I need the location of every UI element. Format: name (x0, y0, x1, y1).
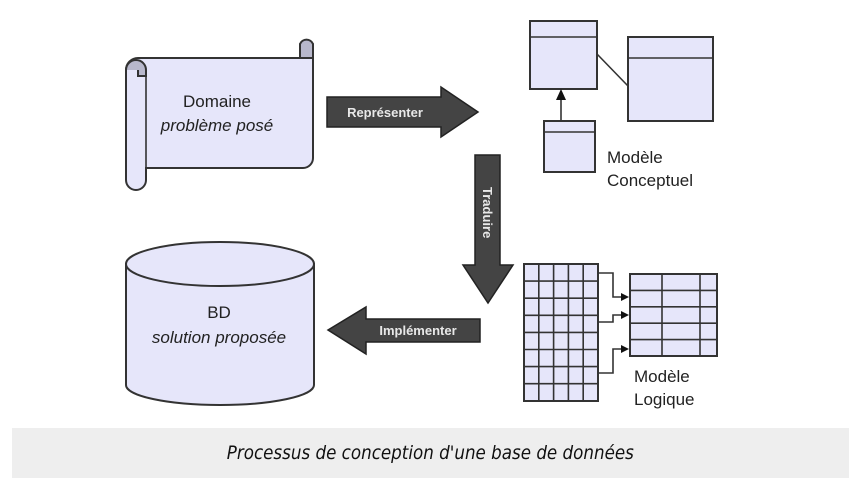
domain-title: Domaine (183, 92, 251, 111)
conceptual-model-line1: Modèle (607, 148, 663, 167)
translate-label: Traduire (480, 187, 495, 238)
database-cylinder: BD solution proposée (125, 241, 315, 406)
mapping-arrowhead-icon (621, 311, 629, 319)
database-title: BD (207, 303, 231, 322)
mapping-arrowhead-icon (621, 345, 629, 353)
design-process-diagram: Domaine problème posé Représenter Modèle… (125, 20, 718, 409)
figure-caption: Processus de conception d'une base de do… (12, 428, 849, 478)
domain-subtitle: problème posé (160, 116, 273, 135)
mapping-arrowhead-icon (621, 293, 629, 301)
conceptual-model: Modèle Conceptuel (529, 20, 714, 190)
inheritance-arrowhead-icon (556, 89, 566, 100)
implement-label: Implémenter (379, 323, 456, 338)
database-subtitle: solution proposée (152, 328, 286, 347)
implement-arrow: Implémenter (326, 305, 481, 356)
translate-arrow: Traduire (461, 154, 515, 305)
logical-model: Modèle Logique (523, 263, 718, 409)
logical-model-line2: Logique (634, 390, 695, 409)
caption-text: Processus de conception d'une base de do… (226, 442, 635, 464)
represent-label: Représenter (347, 105, 423, 120)
conceptual-model-line2: Conceptuel (607, 171, 693, 190)
logical-model-line1: Modèle (634, 367, 690, 386)
domain-scroll: Domaine problème posé (125, 38, 314, 191)
represent-arrow: Représenter (326, 85, 480, 139)
